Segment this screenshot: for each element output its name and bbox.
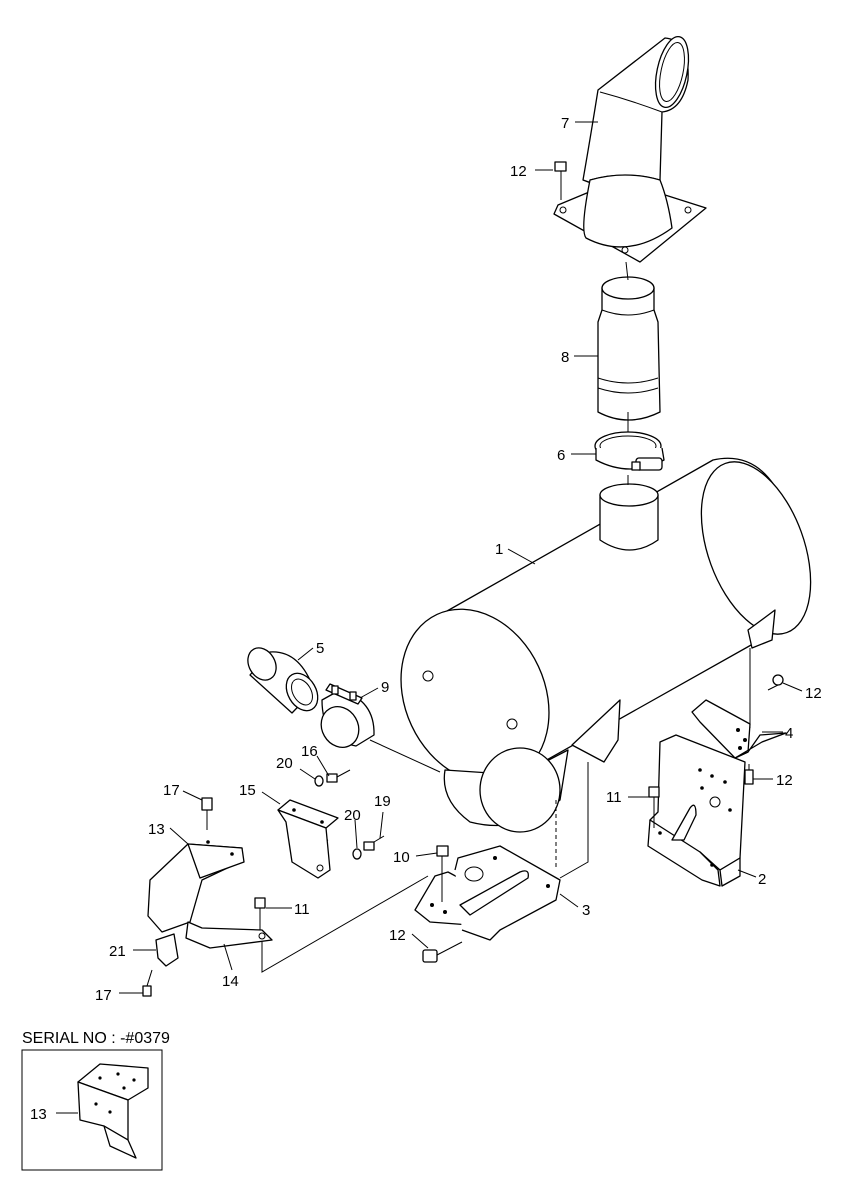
callout-20-lower: 20: [344, 807, 361, 824]
callout-labels: 1 2 3 4 5 6 7 8 9 10 11 11 12 12 12 12 1…: [95, 115, 822, 1004]
fasteners: [142, 161, 784, 997]
bracket-part-3: [414, 845, 561, 941]
callout-12-top: 12: [510, 163, 527, 180]
exhaust-stack-part-7: [553, 35, 707, 263]
serial-label: SERIAL NO : -#0379: [22, 1030, 170, 1047]
callout-19: 19: [374, 793, 391, 810]
clamp-part-9: [320, 683, 375, 748]
callout-17-upper: 17: [163, 782, 180, 799]
callout-14: 14: [222, 973, 239, 990]
clamp-band-part-6: [594, 431, 665, 471]
callout-5: 5: [316, 640, 324, 657]
callout-15: 15: [239, 782, 256, 799]
callout-2: 2: [758, 871, 766, 888]
bracket-part-2: [647, 734, 746, 887]
callout-8: 8: [561, 349, 569, 366]
bracket-part-4: [691, 699, 787, 759]
cover-part-13: [147, 840, 245, 933]
inset-frame: [21, 1049, 163, 1171]
callout-4: 4: [785, 725, 793, 742]
callout-12-right-upper: 12: [805, 685, 822, 702]
callout-17-lower: 17: [95, 987, 112, 1004]
bracket-part-15: [277, 799, 339, 879]
callout-9: 9: [381, 679, 389, 696]
muffler-body-part-1: [400, 457, 812, 833]
inlet-pipe-part-5: [247, 647, 319, 714]
callout-10: 10: [393, 849, 410, 866]
callout-21: 21: [109, 943, 126, 960]
callout-12-bottom: 12: [389, 927, 406, 944]
callout-11-right: 11: [606, 789, 622, 806]
callout-1: 1: [495, 541, 503, 558]
strap-part-14: [185, 921, 273, 949]
leader-lines: [119, 121, 803, 994]
callout-20-upper: 20: [276, 755, 293, 772]
serial-inset: SERIAL NO : -#0379 13: [21, 1030, 170, 1171]
callout-11-left: 11: [294, 901, 310, 918]
callout-6: 6: [557, 447, 565, 464]
fitting-part-21: [155, 933, 179, 967]
callout-3: 3: [582, 902, 590, 919]
assembly-lines: [261, 261, 751, 973]
pipe-part-8: [597, 276, 661, 421]
inset-cover-part-13: [77, 1063, 149, 1159]
callout-16: 16: [301, 743, 318, 760]
inset-callout-13: 13: [30, 1106, 47, 1123]
callout-13: 13: [148, 821, 165, 838]
callout-12-right-lower: 12: [776, 772, 793, 789]
callout-7: 7: [561, 115, 569, 132]
